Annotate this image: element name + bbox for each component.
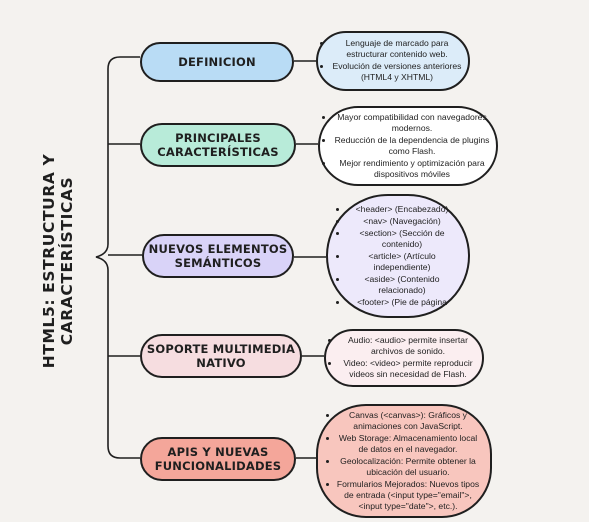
detail-item: Reducción de la dependencia de plugins c… — [320, 135, 496, 157]
detail-item: <article> (Artículo independiente) — [334, 251, 462, 273]
category-title: DEFINICION — [178, 55, 256, 69]
detail-item: Geolocalización: Permite obtener la ubic… — [324, 456, 484, 478]
details-multimedia: Audio: <audio> permite insertar archivos… — [324, 329, 484, 387]
detail-item: <aside> (Contenido relacionado) — [334, 274, 462, 296]
category-apis: APIS Y NUEVAS FUNCIONALIDADES — [140, 437, 296, 481]
details-principales: Mayor compatibilidad con navegadores mod… — [318, 106, 498, 186]
detail-item: Formularios Mejorados: Nuevos tipos de e… — [324, 479, 484, 512]
details-apis: Canvas (<canvas>): Gráficos y animacione… — [316, 404, 492, 518]
detail-item: Canvas (<canvas>): Gráficos y animacione… — [324, 410, 484, 432]
detail-item: Video: <video> permite reproducir videos… — [326, 358, 482, 380]
brace — [95, 56, 140, 459]
category-title: PRINCIPALES — [175, 131, 261, 145]
category-title: FUNCIONALIDADES — [154, 459, 282, 473]
category-title: CARACTERÍSTICAS — [157, 145, 279, 159]
category-title: SOPORTE MULTIMEDIA — [146, 342, 296, 356]
detail-item: Audio: <audio> permite insertar archivos… — [326, 335, 482, 357]
detail-item: Web Storage: Almacenamiento local de dat… — [324, 433, 484, 455]
category-title: NUEVOS ELEMENTOS — [148, 242, 288, 256]
detail-item: Evolución de versiones anteriores (HTML4… — [318, 61, 468, 83]
details-semanticos: <header> (Encabezado) <nav> (Navegación)… — [326, 194, 470, 318]
detail-item: <footer> (Pie de página — [334, 297, 462, 308]
detail-item: Mayor compatibilidad con navegadores mod… — [320, 112, 496, 134]
detail-item: <section> (Sección de contenido) — [334, 228, 462, 250]
category-multimedia: SOPORTE MULTIMEDIA NATIVO — [140, 334, 302, 378]
category-title: APIS Y NUEVAS — [167, 445, 269, 459]
category-semanticos: NUEVOS ELEMENTOS SEMÁNTICOS — [142, 234, 294, 278]
category-title: SEMÁNTICOS — [174, 256, 262, 270]
detail-item: Lenguaje de marcado para estructurar con… — [318, 38, 468, 60]
detail-item: <nav> (Navegación) — [334, 216, 462, 227]
detail-item: Mejor rendimiento y optimización para di… — [320, 158, 496, 180]
category-definicion: DEFINICION — [140, 42, 294, 82]
category-title: NATIVO — [196, 356, 246, 370]
category-principales: PRINCIPALES CARACTERÍSTICAS — [140, 123, 296, 167]
detail-item: <header> (Encabezado) — [334, 204, 462, 215]
details-definicion: Lenguaje de marcado para estructurar con… — [316, 31, 470, 91]
